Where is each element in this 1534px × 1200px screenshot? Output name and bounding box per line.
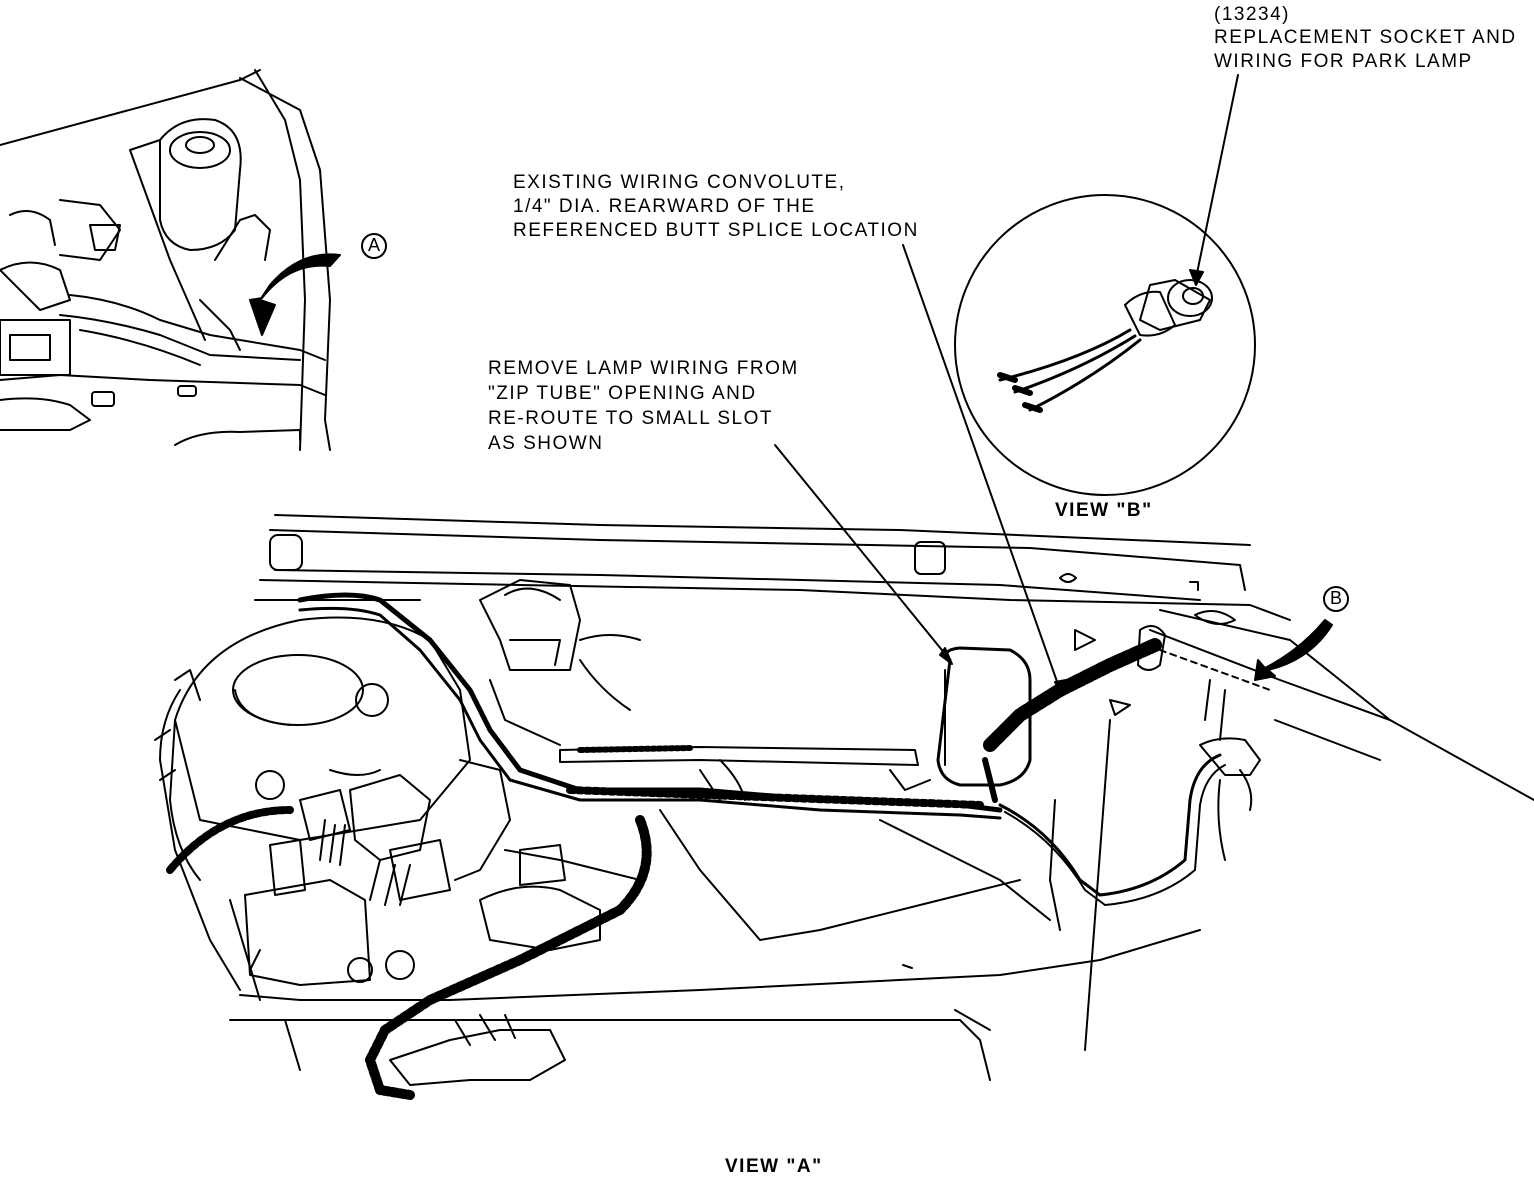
socket-label-line1: REPLACEMENT SOCKET AND — [1214, 27, 1517, 48]
view-a-main-assembly — [154, 514, 1534, 1100]
leader-convolute-arrow — [1054, 679, 1067, 697]
remove-label-line1: REMOVE LAMP WIRING FROM — [488, 358, 799, 379]
leader-convolute — [902, 244, 1061, 691]
convolute-label-line1: EXISTING WIRING CONVOLUTE, — [513, 172, 846, 193]
remove-label-line3: RE-ROUTE TO SMALL SLOT — [488, 408, 773, 429]
socket-part-number: (13234) — [1214, 4, 1290, 25]
leader-remove-wiring — [774, 444, 951, 661]
convolute-label-line2: 1/4" DIA. REARWARD OF THE — [513, 196, 816, 217]
remove-label-line2: "ZIP TUBE" OPENING AND — [488, 383, 757, 404]
callout-b-letter: B — [1330, 588, 1343, 608]
callout-a-circle — [361, 233, 387, 259]
callout-b-circle — [1323, 586, 1349, 612]
remove-label-line4: AS SHOWN — [488, 433, 604, 454]
convolute-label-line3: REFERENCED BUTT SPLICE LOCATION — [513, 220, 919, 241]
leader-remove-arrow — [939, 647, 953, 665]
socket-label-line2: WIRING FOR PARK LAMP — [1214, 51, 1473, 72]
view-b-label: VIEW "B" — [1055, 500, 1153, 521]
view-b-socket-detail — [954, 74, 1256, 496]
callout-a-letter: A — [368, 235, 381, 255]
inset-a-engine-view — [0, 69, 341, 451]
view-a-label: VIEW "A" — [725, 1156, 823, 1177]
